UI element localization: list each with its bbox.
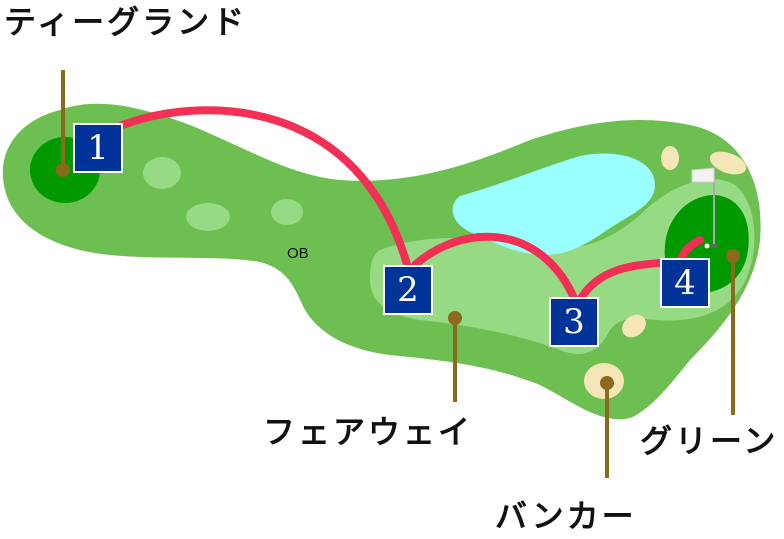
- rough-spot: [271, 199, 303, 225]
- green-label: グリーン: [640, 422, 779, 460]
- bunker: [661, 146, 679, 170]
- shot-path-2: [411, 232, 579, 304]
- ball-icon: [704, 243, 710, 249]
- ob-label: OB: [287, 245, 309, 262]
- flag-icon: [691, 167, 715, 183]
- bunker-label: バンカー: [495, 497, 637, 535]
- cup-hole: [710, 244, 718, 248]
- leader-dot-bunker: [600, 376, 614, 390]
- shot-marker-3: 3: [549, 297, 599, 347]
- leader-dot-green: [726, 249, 740, 263]
- fairway-label: フェアウェイ: [263, 413, 474, 451]
- shot-path-1: [116, 106, 412, 272]
- water-hazard: [452, 153, 655, 255]
- tee-ground-label: ティーグランド: [4, 3, 248, 41]
- shot-marker-2: 2: [383, 265, 433, 315]
- rough-spot: [186, 203, 230, 231]
- fairway-area: [370, 179, 755, 354]
- shot-marker-1: 1: [73, 123, 123, 173]
- leader-dot-fairway: [448, 311, 462, 325]
- bunker: [622, 314, 646, 338]
- leader-dot-tee: [56, 163, 70, 177]
- rough-spot: [143, 157, 181, 189]
- bunker: [709, 151, 747, 175]
- shot-marker-4: 4: [660, 258, 710, 308]
